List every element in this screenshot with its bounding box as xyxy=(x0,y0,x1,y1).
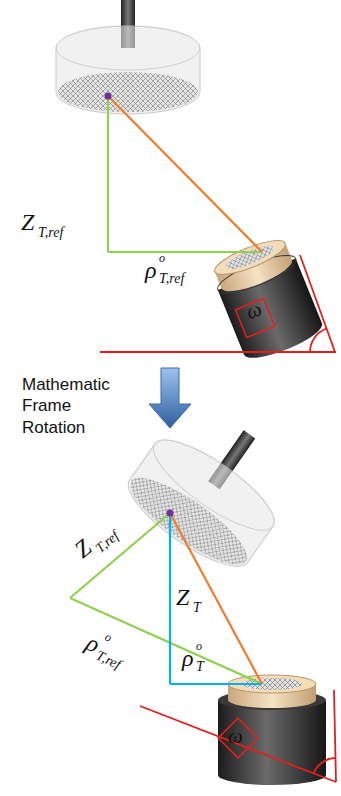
rotation-note: Mathematic Frame Rotation xyxy=(22,374,134,438)
label-group: Z T,ref xyxy=(21,208,83,244)
label-group: ZT xyxy=(176,583,206,617)
label-group: ρoT xyxy=(182,640,212,676)
label-group: ZT,ref xyxy=(69,502,140,569)
axis-subscript: T,ref xyxy=(159,272,184,286)
axis-label: Z xyxy=(70,535,96,562)
axis-subscript: T xyxy=(196,660,204,674)
label-group: ρoT,ref xyxy=(145,252,207,288)
label-group: Mathematic Frame Rotation xyxy=(22,374,134,442)
axis-superscript: o xyxy=(103,631,114,644)
axis-label: Z xyxy=(176,585,189,609)
label-group: ρoT,ref xyxy=(80,625,151,684)
axis-subscript: T,ref xyxy=(93,529,121,556)
angle-symbol: ω xyxy=(228,726,243,747)
axis-label: Z xyxy=(21,210,34,234)
axis-superscript: o xyxy=(196,640,202,652)
axis-subscript: T,ref xyxy=(94,649,123,672)
axis-label: ρ xyxy=(145,258,157,282)
axis-superscript: o xyxy=(159,252,165,264)
label-group: ω xyxy=(228,726,248,750)
axis-label: ρ xyxy=(182,646,194,670)
axis-subscript: T,ref xyxy=(38,226,63,240)
axis-subscript: T xyxy=(193,601,201,615)
